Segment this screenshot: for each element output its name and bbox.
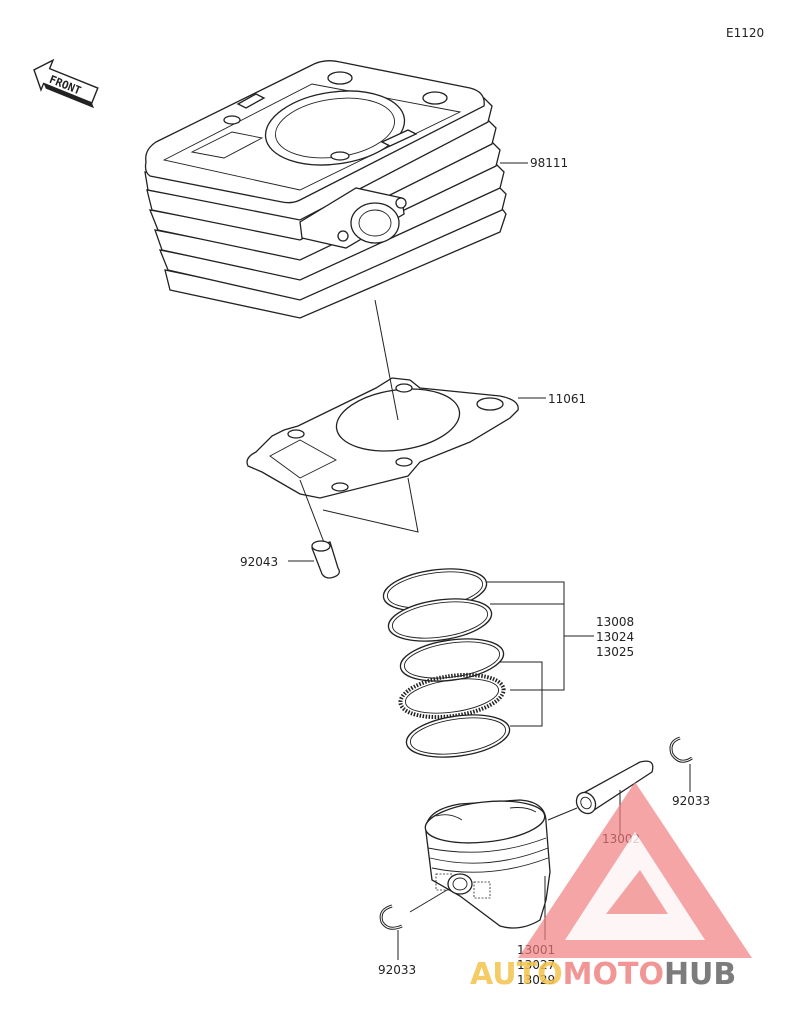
label-dowel-pin: 92043	[240, 555, 278, 569]
cylinder-gasket[interactable]	[246, 377, 519, 499]
label-ring-3: 13025	[596, 645, 634, 659]
watermark-auto: AUTO	[470, 957, 563, 992]
watermark-hub: HUB	[664, 957, 736, 992]
label-cylinder: 98111	[530, 156, 568, 170]
front-arrow-icon: FRONT	[33, 58, 99, 109]
cylinder-block[interactable]	[144, 60, 507, 319]
piston[interactable]	[423, 796, 551, 929]
label-clip-left: 92033	[378, 963, 416, 977]
piston-pin-clip-right[interactable]	[669, 736, 693, 763]
watermark-text: AUTOMOTOHUB	[470, 957, 736, 992]
label-piston-3: 13029	[517, 973, 555, 987]
label-ring-1: 13008	[596, 615, 634, 629]
label-clip-right: 92033	[672, 794, 710, 808]
diagram-code: E1120	[726, 26, 764, 40]
watermark-logo-icon	[518, 782, 752, 958]
label-ring-2: 13024	[596, 630, 634, 644]
piston-rings[interactable]	[381, 563, 513, 763]
watermark-moto: MOTO	[563, 957, 664, 992]
label-piston-2: 13027	[517, 958, 555, 972]
label-gasket: 11061	[548, 392, 586, 406]
piston-pin-clip-left[interactable]	[379, 904, 403, 930]
dowel-pin[interactable]	[311, 540, 340, 579]
piston-pin[interactable]	[573, 760, 654, 817]
